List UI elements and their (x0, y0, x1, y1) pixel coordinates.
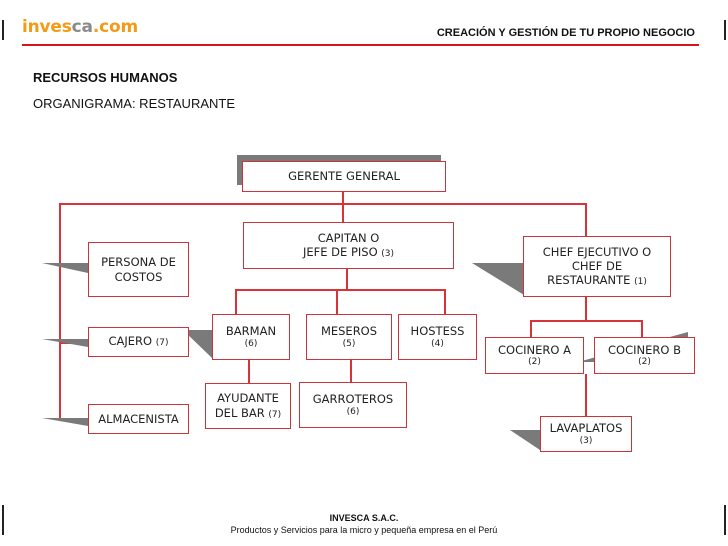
connector (530, 320, 532, 337)
section-subtitle: ORGANIGRAMA: RESTAURANTE (33, 96, 236, 111)
box-cocinero-a: COCINERO A(2) (485, 337, 584, 374)
right-edge-mark (724, 20, 726, 40)
footer-tagline: Productos y Servicios para la micro y pe… (230, 525, 498, 535)
left-edge-mark (2, 505, 4, 535)
box-shadow (510, 430, 540, 450)
box-shadow (42, 339, 88, 347)
left-edge-mark (2, 20, 4, 40)
connector (585, 203, 587, 236)
connector (59, 203, 586, 205)
section-title: RECURSOS HUMANOS (33, 70, 178, 85)
box-garroteros: GARROTEROS(6) (299, 382, 407, 428)
box-shadow (42, 418, 88, 426)
connector (346, 268, 348, 289)
box-meseros: MESEROS(5) (306, 314, 392, 360)
box-barman: BARMAN(6) (212, 314, 290, 360)
connector (342, 192, 344, 222)
connector (350, 360, 352, 382)
header-divider (22, 44, 699, 46)
connector (585, 297, 587, 320)
box-cajero: CAJERO (7) (88, 327, 189, 357)
box-lavaplatos: LAVAPLATOS(3) (540, 416, 632, 452)
connector (336, 289, 338, 314)
header-title: CREACIÓN Y GESTIÓN DE TU PROPIO NEGOCIO (436, 27, 695, 39)
connector (59, 203, 61, 420)
connector (530, 320, 642, 322)
footer-company: INVESCA S.A.C. (329, 513, 399, 523)
right-edge-mark (724, 505, 726, 535)
box-almacenista: ALMACENISTA (88, 404, 189, 434)
connector (248, 360, 250, 383)
connector (235, 289, 237, 314)
box-hostess: HOSTESS(4) (398, 314, 477, 360)
box-cocinero-b: COCINERO B(2) (594, 337, 695, 374)
invesca-logo: invesca.com (22, 17, 138, 37)
connector (641, 320, 643, 337)
box-gerente-general: GERENTE GENERAL (242, 161, 446, 192)
connector (235, 289, 445, 291)
connector (444, 289, 446, 314)
box-shadow (42, 263, 88, 273)
box-shadow (472, 263, 524, 295)
connector (585, 374, 587, 416)
